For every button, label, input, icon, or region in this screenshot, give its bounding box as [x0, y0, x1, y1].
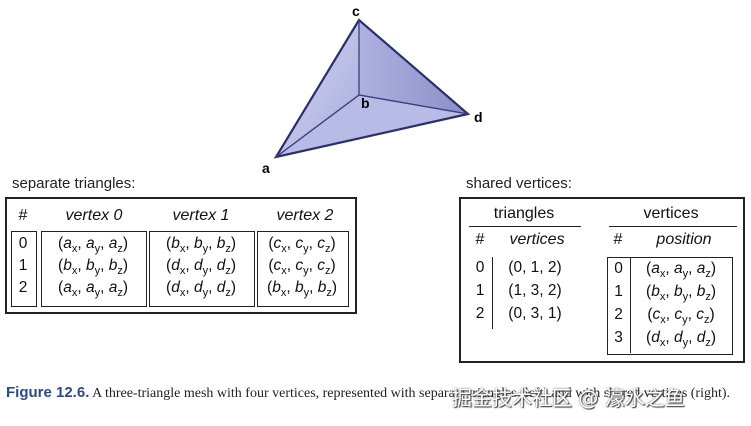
vert-pos-1: (bx, by, bz) — [646, 283, 716, 304]
vertices-header-rule — [609, 226, 737, 227]
sep-v2-1: (cx, cy, cz) — [268, 257, 336, 278]
tri-vertices-1: (1, 3, 2) — [508, 282, 562, 299]
sep-id-1: 1 — [18, 257, 28, 274]
tri-id-1: 1 — [475, 282, 485, 299]
vertices-header: vertices — [643, 205, 699, 222]
edge-bd — [358, 94, 469, 115]
vert-id-1: 1 — [614, 283, 623, 300]
tri-vertices-0: (0, 1, 2) — [508, 259, 562, 276]
sep-v0-1: (bx, by, bz) — [58, 257, 128, 278]
edge-ab — [275, 94, 360, 158]
vert-divider — [630, 257, 631, 353]
triangles-header: triangles — [493, 205, 555, 222]
sep-v0-0: (ax, ay, az) — [58, 235, 128, 256]
vert-col-hash: # — [613, 231, 623, 248]
vertex-label-b: b — [361, 95, 370, 111]
sep-header-hash: # — [18, 207, 28, 224]
vert-id-0: 0 — [614, 260, 623, 277]
sep-id-0: 0 — [18, 235, 28, 252]
vertex-label-d: d — [474, 109, 483, 125]
vert-id-2: 2 — [614, 306, 623, 323]
figure-caption-text: A three-triangle mesh with four vertices… — [92, 386, 731, 401]
sep-header-v1: vertex 1 — [172, 207, 230, 224]
sep-v2-0: (cx, cy, cz) — [268, 235, 336, 256]
separate-title: separate triangles: — [12, 175, 136, 192]
tri-col-vertices: vertices — [509, 231, 565, 248]
sep-v1-0: (bx, by, bz) — [166, 235, 236, 256]
vertex-label-c: c — [352, 3, 360, 19]
vert-pos-3: (dx, dy, dz) — [646, 329, 716, 350]
tri-col-hash: # — [475, 231, 485, 248]
shared-table: triangles vertices # vertices # position… — [459, 197, 745, 363]
vertex-label-a: a — [262, 160, 270, 176]
sep-header-v0: vertex 0 — [65, 207, 123, 224]
tri-id-0: 0 — [475, 259, 485, 276]
figure-label: Figure 12.6. — [6, 384, 90, 401]
sep-box-v1 — [149, 231, 255, 307]
sep-box-v0 — [41, 231, 147, 307]
vert-pos-2: (cx, cy, cz) — [647, 306, 715, 327]
triangles-header-rule — [469, 226, 581, 227]
sep-id-2: 2 — [18, 279, 28, 296]
tri-divider — [492, 257, 493, 329]
figure-caption: Figure 12.6. A three-triangle mesh with … — [6, 384, 746, 403]
vert-pos-0: (ax, ay, az) — [646, 260, 716, 281]
sep-v0-2: (ax, ay, az) — [58, 279, 128, 300]
sep-box-id — [11, 231, 37, 307]
sep-v1-1: (dx, dy, dz) — [166, 257, 236, 278]
watermark: 掘金技术社区 @ 濠水之鱼 — [452, 386, 685, 410]
sep-header-v2: vertex 2 — [276, 207, 334, 224]
vert-box — [607, 257, 733, 355]
sep-v1-2: (dx, dy, dz) — [166, 279, 236, 300]
sep-v2-2: (bx, by, bz) — [267, 279, 337, 300]
separate-table: # vertex 0 vertex 1 vertex 2 0 1 2 (ax, … — [5, 197, 357, 314]
tetrahedron-figure: c b d a — [262, 3, 483, 176]
sep-box-v2 — [257, 231, 349, 307]
tri-id-2: 2 — [475, 305, 485, 322]
shared-title: shared vertices: — [466, 175, 572, 192]
tri-vertices-2: (0, 3, 1) — [508, 305, 562, 322]
vert-col-position: position — [656, 231, 712, 248]
vert-id-3: 3 — [614, 329, 623, 346]
outline — [273, 18, 471, 159]
